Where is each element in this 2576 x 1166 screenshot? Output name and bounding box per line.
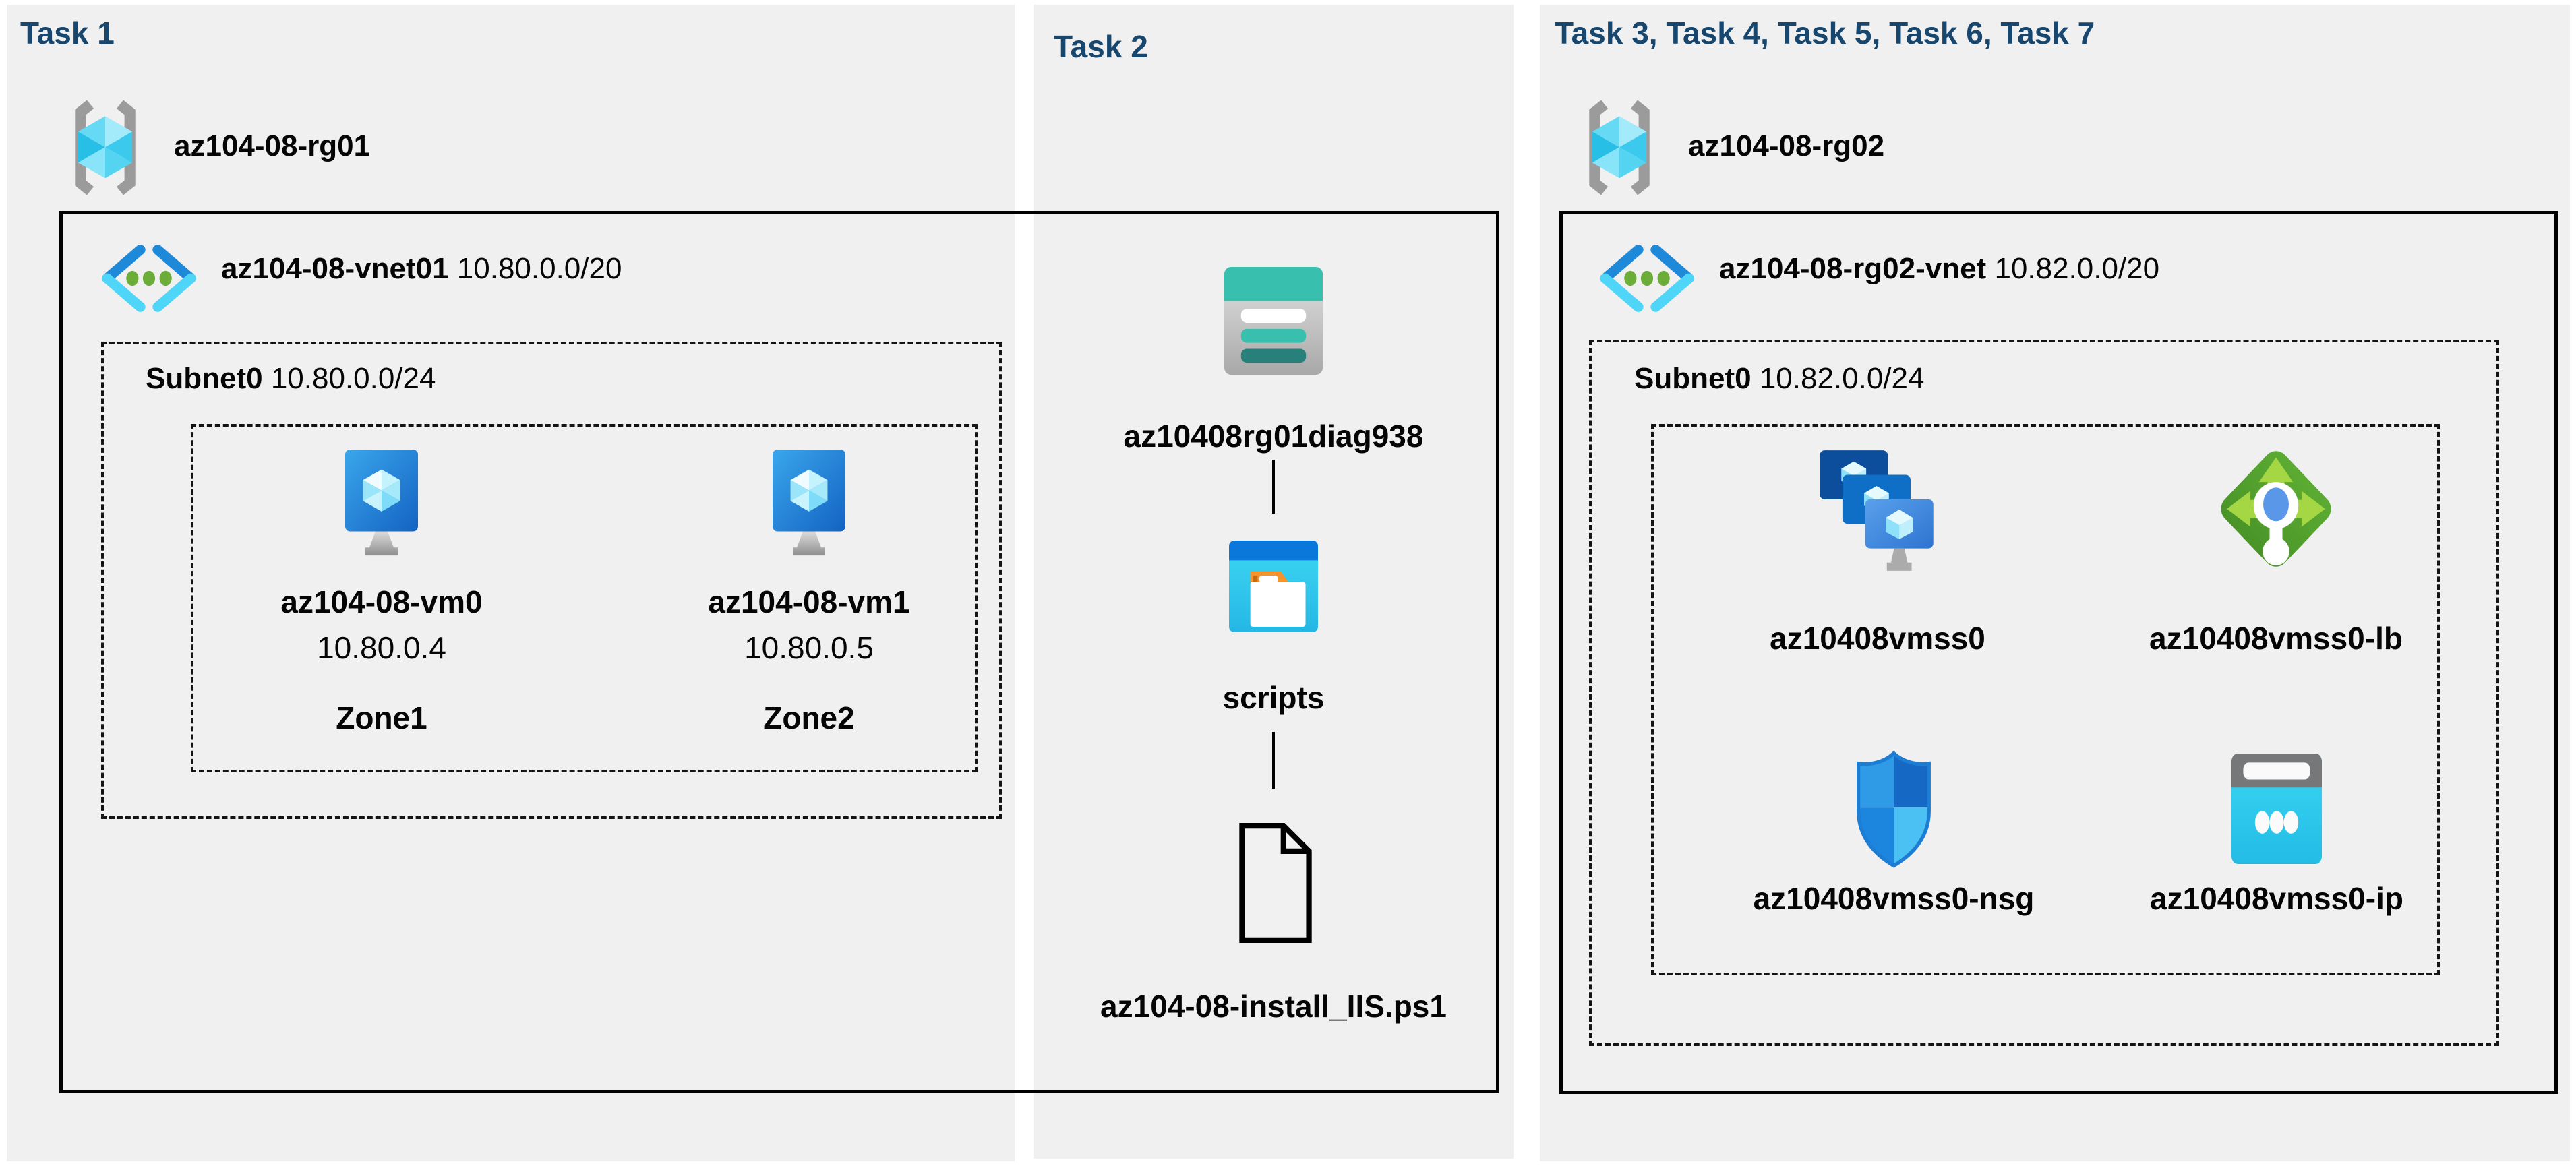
subnet0-rg01-name: Subnet0: [146, 362, 263, 395]
load-balancer-label: az10408vmss0-lb: [2149, 621, 2403, 656]
vnet01-label: az104-08-vnet01 10.80.0.0/20: [221, 252, 622, 286]
resource-group-icon: [61, 98, 150, 197]
vm1-name: az104-08-vm1: [708, 584, 910, 619]
nsg-label: az10408vmss0-nsg: [1753, 881, 2035, 916]
storage-account-label: az10408rg01diag938: [1123, 419, 1424, 454]
subnet0-rg02-name: Subnet0: [1634, 362, 1751, 395]
subnet0-rg02-cidr: 10.82.0.0/24: [1759, 362, 1925, 395]
network-security-group-icon: [1848, 749, 1940, 869]
task2-title: Task 2: [1054, 29, 1148, 64]
vm-scale-set-icon: [1814, 442, 1942, 577]
task3-panel: [1540, 5, 2570, 1161]
virtual-network-icon: [98, 243, 200, 314]
vmss-label: az10408vmss0: [1770, 621, 1985, 656]
virtual-machine-icon: [758, 448, 860, 559]
subnet0-rg01-cidr: 10.80.0.0/24: [270, 362, 436, 395]
rg01-vnet-boundary-box: [59, 211, 1499, 1093]
public-ip-icon: [2231, 754, 2322, 864]
vm-zone-box-rg01: [191, 424, 978, 772]
vnet02-name: az104-08-rg02-vnet: [1719, 252, 1987, 285]
resource-group-icon: [1575, 98, 1664, 197]
blob-container-icon: [1229, 541, 1318, 632]
vnet01-cidr: 10.80.0.0/20: [456, 252, 622, 285]
storage-account-icon: [1224, 267, 1323, 375]
container-label: scripts: [1222, 680, 1325, 715]
rg01-label: az104-08-rg01: [174, 129, 371, 162]
public-ip-label: az10408vmss0-ip: [2150, 881, 2403, 916]
subnet0-rg01-label: Subnet0 10.80.0.0/24: [146, 362, 436, 396]
vm1-zone: Zone2: [763, 700, 855, 735]
rg02-vnet-boundary-box: [1559, 211, 2558, 1094]
vnet01-name: az104-08-vnet01: [221, 252, 449, 285]
vmss-resource-box: [1651, 424, 2440, 975]
load-balancer-icon: [2210, 439, 2342, 578]
task1-panel: [7, 5, 1015, 1161]
task3-title: Task 3, Task 4, Task 5, Task 6, Task 7: [1555, 16, 2095, 51]
vm0-zone: Zone1: [336, 700, 427, 735]
task1-title: Task 1: [20, 16, 115, 51]
vm0-name: az104-08-vm0: [280, 584, 483, 619]
virtual-network-icon: [1596, 243, 1698, 314]
vm0-ip: 10.80.0.4: [317, 630, 446, 665]
script-file-label: az104-08-install_IIS.ps1: [1100, 989, 1447, 1024]
virtual-machine-icon: [331, 448, 432, 559]
script-file-icon: [1236, 821, 1315, 945]
rg02-label: az104-08-rg02: [1688, 129, 1885, 162]
subnet0-box-rg01: [101, 342, 1002, 819]
subnet0-rg02-label: Subnet0 10.82.0.0/24: [1634, 362, 1924, 396]
connector-container-to-file: [1272, 732, 1275, 789]
vnet02-label: az104-08-rg02-vnet 10.82.0.0/20: [1719, 252, 2159, 286]
connector-storage-to-container: [1272, 460, 1275, 514]
vm1-ip: 10.80.0.5: [744, 630, 874, 665]
vnet02-cidr: 10.82.0.0/20: [1994, 252, 2160, 285]
subnet0-box-rg02: [1589, 340, 2499, 1046]
